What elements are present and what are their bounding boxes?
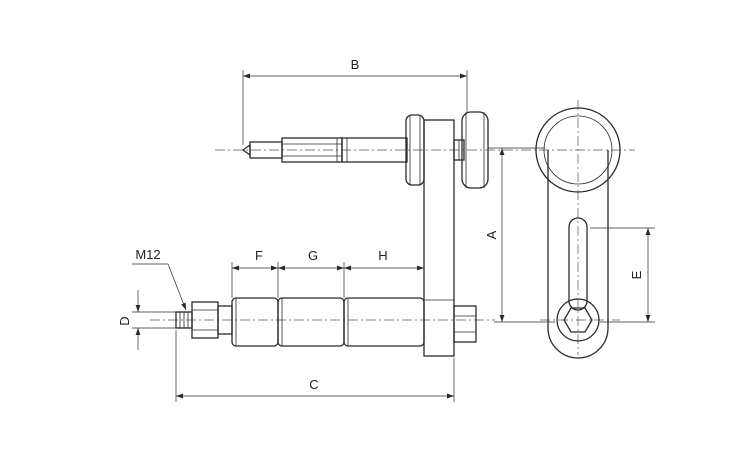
lower-bolt-assembly [175, 297, 477, 347]
dimension-d: D [117, 290, 178, 350]
vertical-arm [423, 119, 455, 357]
upper-rod-assembly [241, 111, 489, 189]
dimension-b-label: B [351, 57, 360, 72]
dimension-c-label: C [309, 377, 318, 392]
dimension-fgh: F G H [231, 248, 425, 298]
dimension-c: C [175, 330, 455, 402]
thread-callout: M12 [132, 247, 187, 311]
dimension-h-label: H [378, 248, 387, 263]
dimension-a-label: A [484, 230, 499, 239]
dimension-b: B [242, 57, 468, 145]
center-lines [150, 100, 635, 355]
dimension-a: A [484, 147, 555, 323]
dimension-e: E [590, 227, 655, 323]
thread-callout-label: M12 [135, 247, 160, 262]
dimension-g-label: G [308, 248, 318, 263]
dimension-d-label: D [117, 316, 132, 325]
dimension-e-label: E [629, 270, 644, 279]
dimension-f-label: F [255, 248, 263, 263]
front-view [535, 107, 621, 359]
